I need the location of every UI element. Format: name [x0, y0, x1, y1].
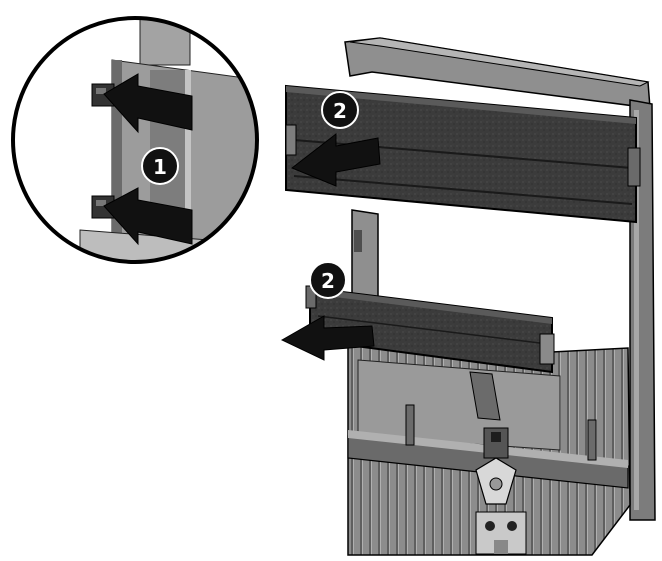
bezel-right-rail-highlight: [634, 110, 639, 510]
bezel-center-latch: [475, 427, 517, 505]
step-badge-2-upper: 2: [321, 91, 359, 129]
step-badge-1-label: 1: [153, 155, 167, 179]
step-badge-1: 1: [141, 147, 179, 185]
inset-bezel-channel-edge: [185, 70, 191, 262]
upper-blank-arrow: [291, 132, 381, 187]
inset-lower-arrow: [103, 187, 193, 246]
step-badge-2-lower: 2: [309, 261, 347, 299]
inset-left-edge: [112, 60, 122, 262]
arrow-left-icon: [103, 73, 381, 361]
step-badge-2-lower-label: 2: [321, 269, 335, 293]
bezel-support-right: [587, 419, 597, 461]
bezel-support-left: [405, 404, 415, 446]
upper-bezel-blank: [285, 84, 641, 224]
zoom-inset-border: [11, 16, 259, 264]
lower-blank-arrow: [280, 315, 375, 361]
lower-bezel-blank: [305, 285, 555, 374]
bezel-port-plate: [475, 511, 527, 555]
bezel-left-post-tab: [354, 230, 362, 252]
step-badge-icon: 1 2 2: [141, 91, 359, 299]
bezel-center-pillar: [469, 371, 501, 421]
bezel-top-edge: [349, 37, 650, 87]
inset-upper-arrow: [103, 73, 193, 134]
bezel-left-post: [351, 209, 379, 301]
step-badge-2-upper-label: 2: [333, 99, 347, 123]
